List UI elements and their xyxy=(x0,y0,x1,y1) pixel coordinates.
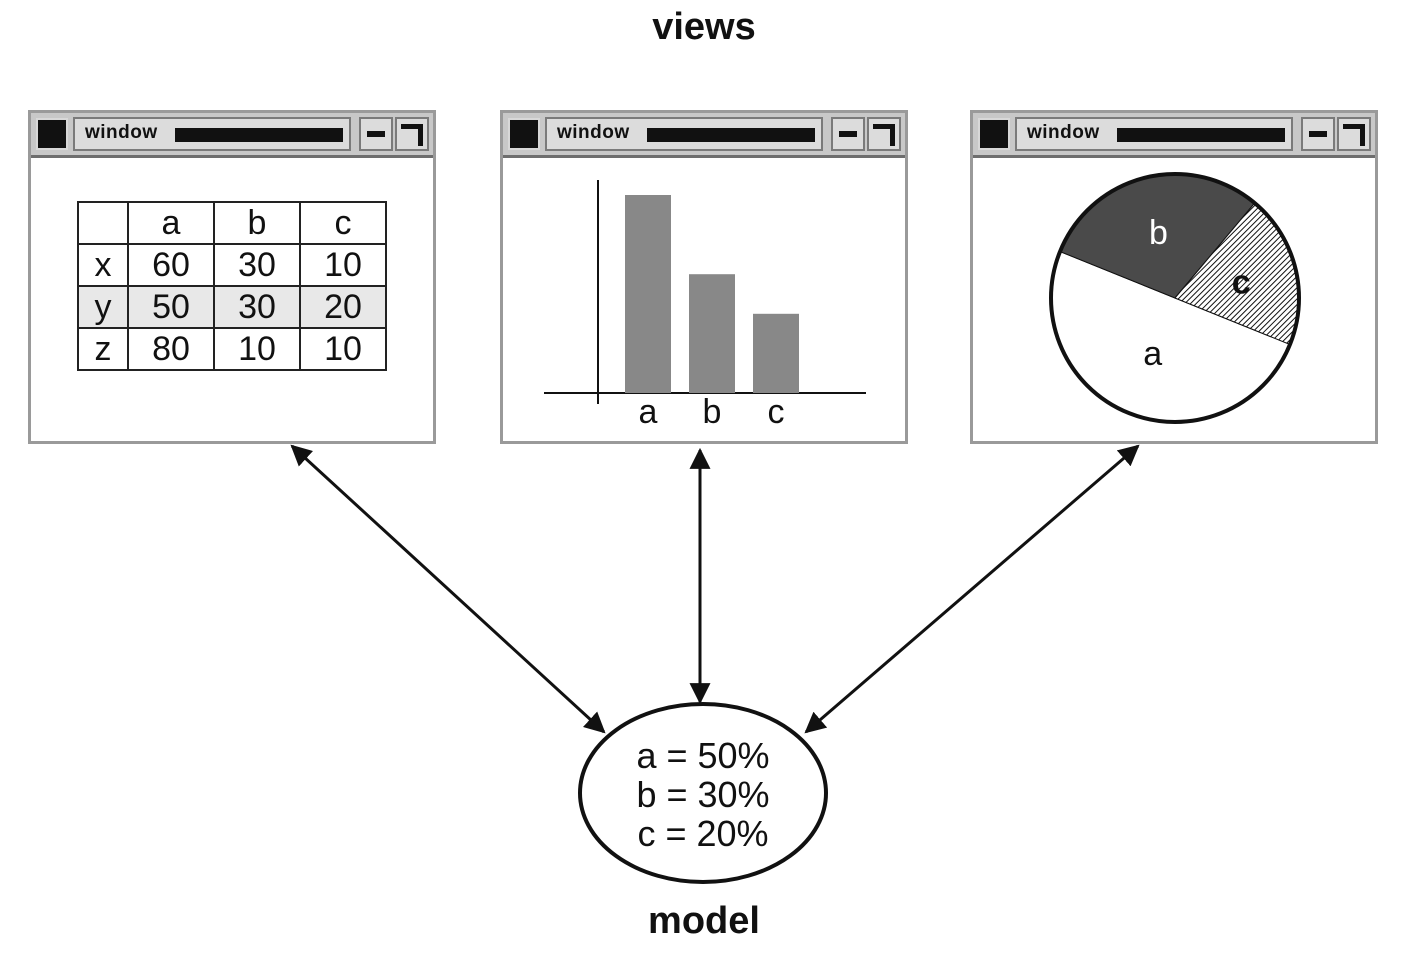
window-title: window xyxy=(85,122,158,143)
table-cell: 60 xyxy=(127,243,215,287)
table-cell: 30 xyxy=(213,243,301,287)
bar-label-b: b xyxy=(703,393,722,431)
close-box-icon[interactable] xyxy=(36,118,68,150)
views-title: views xyxy=(652,6,756,48)
table-row: z 80 10 10 xyxy=(77,327,387,371)
window-title: window xyxy=(557,122,630,143)
column-header: c xyxy=(299,201,387,245)
model-line-b: b = 30% xyxy=(636,774,769,815)
row-header: y xyxy=(77,285,129,329)
pie-label-c: c xyxy=(1232,264,1251,302)
title-drag-bar xyxy=(647,128,815,142)
minimize-icon[interactable] xyxy=(1301,117,1335,151)
data-table: a b c x 60 30 10 y 50 30 20 z 80 10 10 xyxy=(77,201,387,371)
model-title: model xyxy=(648,900,760,942)
table-corner-cell xyxy=(77,201,129,245)
pie-model-arrow xyxy=(804,444,1140,734)
pie-label-a: a xyxy=(1143,335,1162,373)
close-box-icon[interactable] xyxy=(978,118,1010,150)
pie-label-b: b xyxy=(1149,214,1168,252)
model-ellipse xyxy=(578,702,828,884)
close-box-icon[interactable] xyxy=(508,118,540,150)
table-row-selected: y 50 30 20 xyxy=(77,285,387,329)
table-row: x 60 30 10 xyxy=(77,243,387,287)
bar-chart: a b c xyxy=(544,180,866,431)
window-title-area[interactable]: window xyxy=(545,117,823,151)
maximize-icon[interactable] xyxy=(867,117,901,151)
model-node: a = 50% b = 30% c = 20% xyxy=(578,702,828,884)
window-title-area[interactable]: window xyxy=(73,117,351,151)
window-titlebar[interactable]: window xyxy=(31,113,433,158)
bar-b xyxy=(689,274,735,393)
row-header: x xyxy=(77,243,129,287)
table-header-row: a b c xyxy=(77,201,387,245)
maximize-icon[interactable] xyxy=(1337,117,1371,151)
table-cell: 30 xyxy=(213,285,301,329)
model-line-a: a = 50% xyxy=(636,735,769,776)
table-cell: 10 xyxy=(213,327,301,371)
table-cell: 10 xyxy=(299,327,387,371)
minimize-icon[interactable] xyxy=(831,117,865,151)
pie-chart: a b c xyxy=(1049,172,1301,424)
maximize-icon[interactable] xyxy=(395,117,429,151)
table-cell: 10 xyxy=(299,243,387,287)
table-cell: 50 xyxy=(127,285,215,329)
minimize-icon[interactable] xyxy=(359,117,393,151)
table-view-window: window a b c x 60 30 10 y 50 30 20 z 80 … xyxy=(28,110,436,444)
bar-label-a: a xyxy=(639,393,658,431)
table-model-arrow xyxy=(290,444,606,734)
window-title-area[interactable]: window xyxy=(1015,117,1293,151)
bar-a xyxy=(625,195,671,393)
window-titlebar[interactable]: window xyxy=(503,113,905,158)
title-drag-bar xyxy=(175,128,343,142)
row-header: z xyxy=(77,327,129,371)
column-header: b xyxy=(213,201,301,245)
bar-c xyxy=(753,313,799,393)
pie-outline xyxy=(1049,172,1301,424)
table-cell: 20 xyxy=(299,285,387,329)
window-titlebar[interactable]: window xyxy=(973,113,1375,158)
model-line-c: c = 20% xyxy=(637,813,768,854)
window-title: window xyxy=(1027,122,1100,143)
column-header: a xyxy=(127,201,215,245)
title-drag-bar xyxy=(1117,128,1285,142)
bar-label-c: c xyxy=(768,393,785,431)
table-cell: 80 xyxy=(127,327,215,371)
